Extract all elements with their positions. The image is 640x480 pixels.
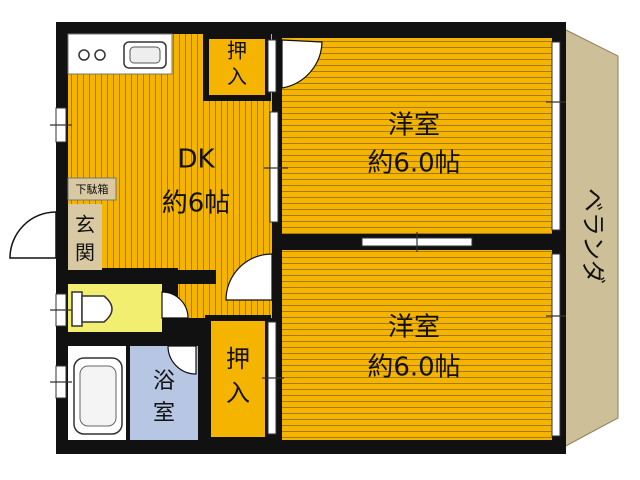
western-room-north xyxy=(282,38,552,234)
western-south-name: 洋室 xyxy=(388,313,440,343)
stove-burner-icon xyxy=(94,49,106,61)
toilet-icon xyxy=(81,295,113,323)
shoe-box xyxy=(67,177,117,201)
bath-char-1: 浴 xyxy=(153,369,175,394)
western-room-south xyxy=(282,250,552,440)
bath-door-swing xyxy=(167,345,197,375)
toilet-tank xyxy=(71,291,83,327)
western-south-size: 約6.0帖 xyxy=(367,353,460,383)
closet-north-char-2: 入 xyxy=(227,65,247,89)
window-south-room-east xyxy=(551,253,561,437)
entrance-door-swing xyxy=(9,211,57,259)
wall-toilet-bottom xyxy=(56,332,206,346)
bath-char-2: 室 xyxy=(153,401,175,426)
closet-north-door xyxy=(267,39,277,93)
dk-name: DK xyxy=(177,145,215,175)
entrance xyxy=(68,204,102,270)
western-north-name: 洋室 xyxy=(388,111,440,141)
dk-size: 約6帖 xyxy=(162,189,231,219)
sink-inner xyxy=(129,46,161,64)
wall-bath-divider xyxy=(126,346,130,440)
stove-burner-icon xyxy=(78,49,90,61)
wall-bath-east xyxy=(198,318,208,446)
entrance-char-2: 関 xyxy=(75,241,95,265)
north-room-door-swing xyxy=(281,39,323,89)
dk-north-sliding-door xyxy=(269,111,279,223)
western-north-size: 約6.0帖 xyxy=(367,149,460,179)
closet-south-char-2: 入 xyxy=(226,379,250,407)
toilet-door-swing xyxy=(161,291,189,319)
wall-toilet-top xyxy=(56,270,216,284)
south-room-door-swing xyxy=(225,253,273,301)
closet-south-char-1: 押 xyxy=(226,345,250,373)
window-north-room-east xyxy=(551,41,561,231)
entrance-char-1: 玄 xyxy=(75,213,95,237)
wall-south-room-west xyxy=(272,250,282,446)
veranda-label: ベランダ xyxy=(579,188,607,284)
shoe-box-label: 下駄箱 xyxy=(76,182,109,196)
closet-north-char-1: 押 xyxy=(227,39,247,63)
bathtub-inner xyxy=(79,365,117,427)
